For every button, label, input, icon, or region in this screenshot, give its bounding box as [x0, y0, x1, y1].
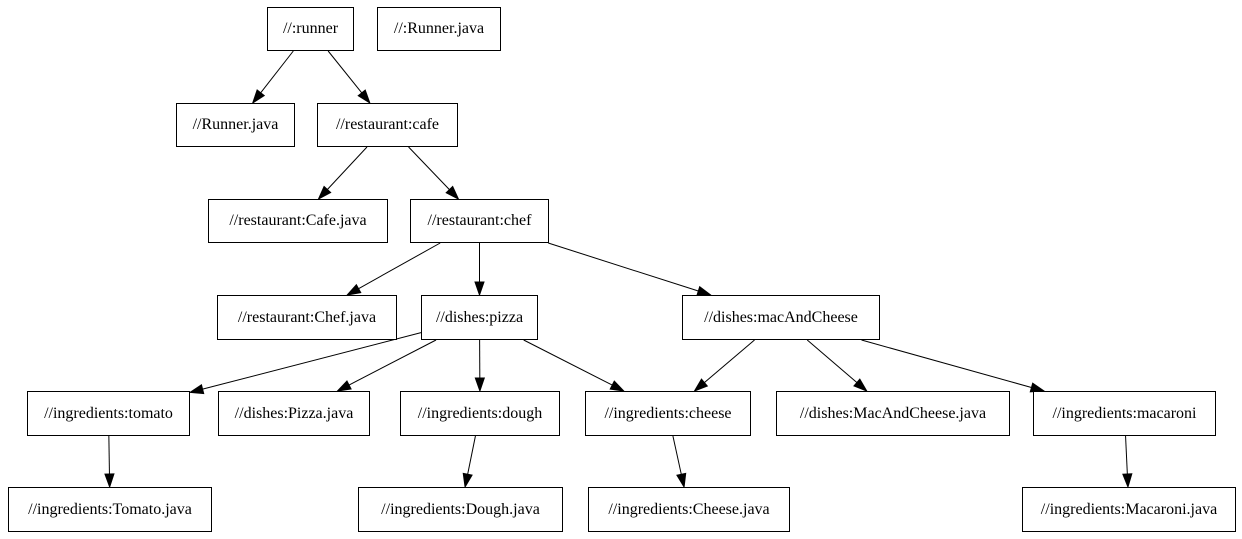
edge-line: [1125, 435, 1128, 475]
graph-edge-chef-to-pizza: [474, 243, 485, 297]
graph-edge-pizza-to-cheese: [523, 339, 626, 392]
graph-node-cheese: //ingredients:cheese: [585, 391, 751, 436]
edge-line: [467, 435, 476, 475]
arrowhead-icon: [474, 377, 486, 393]
edge-line: [672, 435, 682, 475]
edge-line: [358, 242, 441, 290]
graph-node-cafe: //restaurant:cafe: [317, 103, 458, 147]
edge-line: [523, 339, 613, 386]
graph-edge-dough-to-dough-java: [462, 435, 476, 489]
edge-line: [861, 339, 1032, 388]
graph-edge-cafe-to-cafe-java: [317, 146, 368, 201]
graph-edge-runner-to-cafe: [327, 50, 371, 105]
arrowhead-icon: [336, 380, 352, 392]
graph-node-tomato: //ingredients:tomato: [27, 391, 190, 436]
edge-line: [327, 146, 368, 190]
arrowhead-icon: [188, 383, 205, 395]
graph-node-pizza: //dishes:pizza: [421, 295, 538, 340]
graph-node-chef: //restaurant:chef: [410, 199, 549, 243]
graph-edge-chef-to-chef-java: [345, 242, 441, 296]
graph-edge-runner-to-runner-java: [251, 50, 294, 105]
graph-edge-macaroni-to-macaroni-java: [1122, 435, 1133, 489]
graph-edge-mac-and-cheese-to-mac-and-cheese-java: [806, 339, 868, 392]
graph-edge-cheese-to-cheese-java: [672, 435, 687, 489]
edge-line: [548, 242, 699, 292]
graph-node-chef-java: //restaurant:Chef.java: [217, 295, 397, 340]
arrowhead-icon: [357, 89, 371, 105]
graph-edge-pizza-to-tomato: [188, 332, 422, 395]
arrowhead-icon: [462, 472, 473, 489]
graph-node-runner-java: //Runner.java: [176, 103, 295, 147]
graph-node-root-runner-java: //:Runner.java: [377, 7, 501, 51]
graph-node-cafe-java: //restaurant:Cafe.java: [208, 199, 388, 243]
edge-line: [202, 332, 422, 390]
graph-node-tomato-java: //ingredients:Tomato.java: [8, 487, 212, 532]
arrowhead-icon: [1122, 473, 1133, 489]
arrowhead-icon: [693, 378, 709, 392]
graph-edge-chef-to-mac-and-cheese: [548, 242, 713, 296]
graph-edge-tomato-to-tomato-java: [104, 435, 115, 489]
edge-line: [108, 435, 110, 475]
arrowhead-icon: [474, 281, 485, 297]
edge-line: [348, 339, 437, 386]
graph-node-pizza-java: //dishes:Pizza.java: [218, 391, 370, 436]
graph-node-macaroni-java: //ingredients:Macaroni.java: [1022, 487, 1236, 532]
edge-line: [704, 339, 755, 383]
graph-edge-mac-and-cheese-to-cheese: [693, 339, 755, 392]
arrowhead-icon: [345, 283, 362, 296]
graph-node-mac-and-cheese: //dishes:macAndCheese: [682, 295, 880, 340]
edge-line: [408, 146, 450, 190]
graph-node-dough-java: //ingredients:Dough.java: [358, 487, 563, 532]
graph-node-macaroni: //ingredients:macaroni: [1033, 391, 1216, 436]
edge-line: [327, 50, 363, 94]
arrowhead-icon: [317, 185, 332, 201]
graph-node-mac-and-cheese-java: //dishes:MacAndCheese.java: [776, 391, 1010, 436]
arrowhead-icon: [445, 185, 460, 201]
edge-line: [260, 50, 294, 94]
arrowhead-icon: [853, 378, 868, 392]
graph-node-dough: //ingredients:dough: [400, 391, 560, 436]
graph-edge-pizza-to-dough: [474, 339, 486, 393]
graph-edge-mac-and-cheese-to-macaroni: [861, 339, 1046, 393]
graph-edge-pizza-to-pizza-java: [336, 339, 437, 392]
arrowhead-icon: [676, 472, 687, 489]
arrowhead-icon: [104, 473, 115, 489]
graph-edge-cafe-to-chef: [408, 146, 460, 201]
arrowhead-icon: [609, 380, 626, 392]
graph-node-cheese-java: //ingredients:Cheese.java: [588, 487, 790, 532]
graph-node-runner: //:runner: [267, 7, 354, 51]
edge-line: [806, 339, 858, 383]
arrowhead-icon: [251, 89, 266, 105]
